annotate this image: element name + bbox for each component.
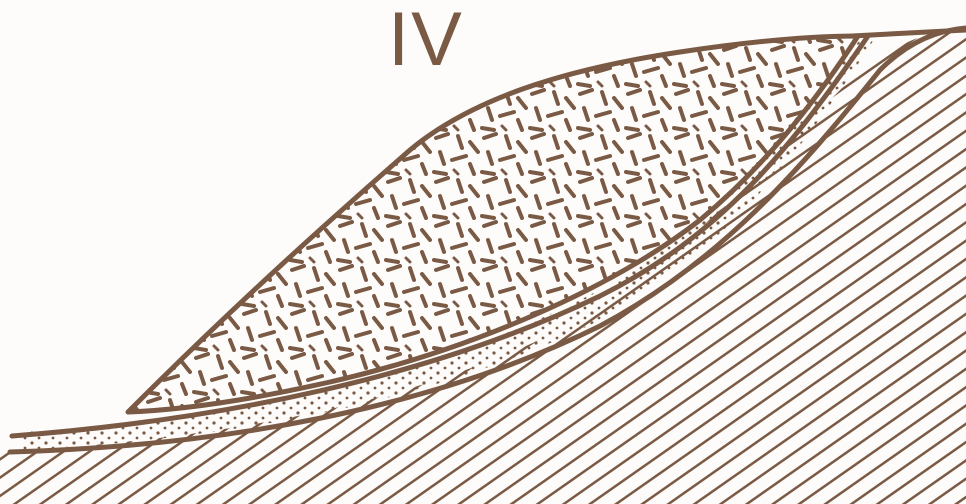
figure-label: IV xyxy=(388,2,464,78)
